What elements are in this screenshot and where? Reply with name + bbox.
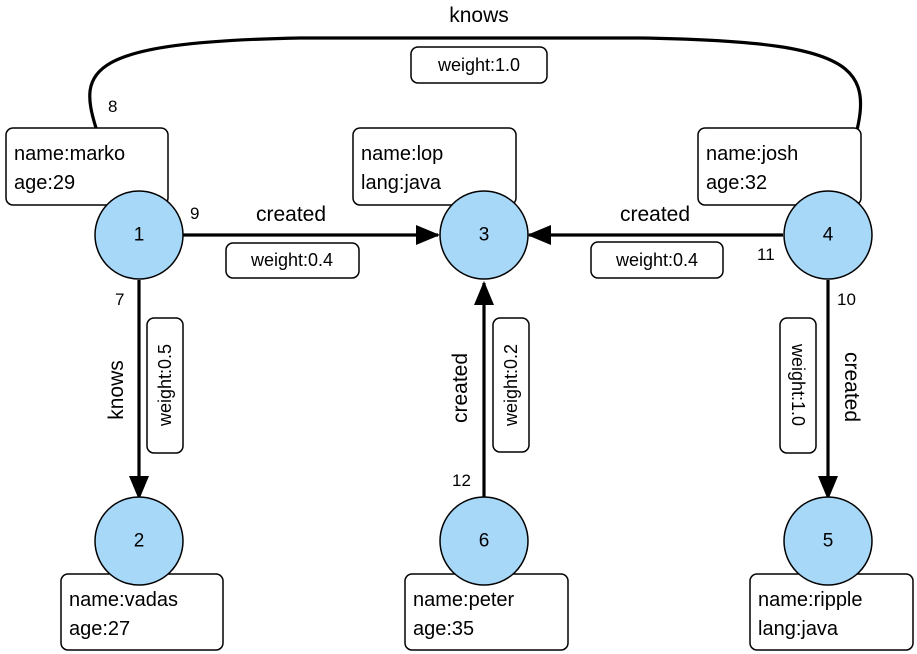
vertex-6-circle [439,496,529,586]
vertex-5-prop-1: lang:java [758,618,839,640]
edge-8-id: 8 [108,97,117,116]
vertex-6-prop-0: name:peter [413,589,515,611]
edge-7-weight-box [146,317,184,454]
vertex-3-id: 3 [479,225,490,246]
edge-9: created weight:0.4 9 [182,203,440,279]
edge-12-weight-box [492,317,530,453]
edge-11-weight: weight:0.4 [615,250,698,270]
vertex-4-properties: name:josh age:32 [697,127,862,206]
vertex-1: 1 [94,190,184,280]
vertex-5-properties: name:ripple lang:java [749,573,914,651]
vertex-6-properties: name:peter age:35 [404,573,569,651]
edge-10: created weight:1.0 10 [779,280,863,500]
vertex-3-prop-0: name:lop [361,143,443,165]
edge-8: knows weight:1.0 8 [88,4,863,180]
edge-8-label: knows [449,4,509,27]
vertex-6-prop-1: age:35 [413,618,474,640]
vertex-1-prop-1: age:29 [14,172,75,194]
vertex-1-prop-0: name:marko [14,143,125,165]
vertex-4-prop-1: age:32 [706,172,767,194]
vertex-4: 4 [783,190,873,280]
vertex-4-prop-0: name:josh [706,143,798,165]
edge-8-line [88,36,863,180]
vertex-2-id: 2 [134,531,145,552]
vertex-2-circle [94,496,184,586]
edge-9-weight: weight:0.4 [250,250,333,270]
edge-12-weight: weight:0.2 [501,344,521,427]
edge-9-label: created [256,203,326,226]
vertex-4-prop-box [697,127,862,206]
vertex-3-circle [439,190,529,280]
vertex-1-circle [94,190,184,280]
edge-7-label: knows [105,360,128,420]
edge-7-id: 7 [115,290,124,309]
edge-11-label: created [620,203,690,226]
edge-9-weight-box [225,242,360,279]
edge-12: created weight:0.2 12 [449,281,530,497]
vertex-1-id: 1 [134,225,145,246]
edge-8-weight-box [410,46,548,84]
vertex-4-id: 4 [823,225,834,246]
vertex-3-prop-box [352,127,517,206]
vertex-4-circle [783,190,873,280]
edge-7-weight: weight:0.5 [155,344,175,427]
vertex-1-prop-box [5,127,169,206]
vertex-2: 2 [94,496,184,586]
edge-7: knows weight:0.5 7 [105,280,184,500]
vertex-6: 6 [439,496,529,586]
edge-9-id: 9 [190,204,199,223]
edge-10-label: created [840,352,863,422]
edge-11-weight-box [590,241,724,279]
vertex-2-prop-0: name:vadas [69,589,178,611]
edge-11-id: 11 [757,245,775,264]
vertex-2-properties: name:vadas age:27 [60,573,224,651]
vertex-5-id: 5 [823,531,834,552]
vertex-6-id: 6 [479,531,490,552]
vertex-3: 3 [439,190,529,280]
vertex-5-circle [783,496,873,586]
edge-10-id: 10 [837,290,856,309]
vertex-2-prop-1: age:27 [69,618,130,640]
edge-11: created weight:0.4 11 [527,203,783,279]
vertex-1-properties: name:marko age:29 [5,127,169,206]
edge-10-weight-box [779,317,817,454]
edge-8-weight: weight:1.0 [437,55,520,75]
edge-10-weight: weight:1.0 [788,343,808,426]
edge-12-label: created [449,353,472,423]
vertex-5-prop-0: name:ripple [758,589,863,611]
vertex-3-prop-1: lang:java [361,172,442,194]
edge-12-id: 12 [452,471,471,490]
vertex-5: 5 [783,496,873,586]
vertex-3-properties: name:lop lang:java [352,127,517,206]
